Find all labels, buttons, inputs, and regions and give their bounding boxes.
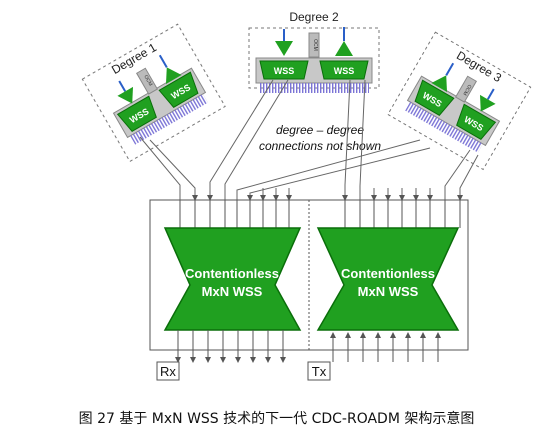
degree-3-out-stem <box>445 62 455 76</box>
degree-3-in-arrow <box>479 94 496 112</box>
add-wires <box>330 332 441 362</box>
degree-1-ocm-label: OCM <box>142 74 153 87</box>
degree-1-in-arrow <box>117 86 134 104</box>
switch-right-line2: MxN WSS <box>358 284 419 299</box>
degree-3-ocm-label: OCM <box>461 83 472 96</box>
switch-left-line1: Contentionless <box>185 266 279 281</box>
degree-1-group: Degree 1 WSS WSS OCM <box>81 23 226 163</box>
degree-2-ribbon <box>259 83 369 93</box>
degree-3-wss-left <box>414 79 455 116</box>
degree-2-wss-right-label: WSS <box>334 66 355 76</box>
degree-2-ocm <box>308 32 320 58</box>
tx-label: Tx <box>312 364 327 379</box>
note-line-1: degree – degree <box>276 123 364 137</box>
roadm-architecture-diagram: Degree 1 WSS WSS OCM Degree 2 WSS WSS OC… <box>81 10 532 381</box>
degree-1-wss-left <box>116 95 157 132</box>
fiber-connections <box>139 79 479 201</box>
degree-1-ocm <box>135 67 159 95</box>
degree-3-wss-right <box>456 103 497 140</box>
degree-2-wss-left-label: WSS <box>274 66 295 76</box>
switch-left-line2: MxN WSS <box>202 284 263 299</box>
degree-2-group: Degree 2 WSS WSS OCM <box>248 10 380 93</box>
degree-1-wss-right <box>158 71 199 108</box>
degree-1-ribbon <box>130 93 208 145</box>
degree-1-in-stem <box>118 80 127 92</box>
degree-2-wss-right <box>319 60 369 80</box>
switch-right-line1: Contentionless <box>341 266 435 281</box>
degree-2-wss-left <box>259 60 309 80</box>
figure-caption: 图 27 基于 MxN WSS 技术的下一代 CDC-ROADM 架构示意图 <box>78 411 475 427</box>
degree-1-label: Degree 1 <box>109 40 159 77</box>
note-line-2: connections not shown <box>259 139 381 153</box>
drop-wires <box>175 330 286 363</box>
contentionless-switch-left <box>163 227 302 331</box>
rx-label: Rx <box>160 364 176 379</box>
degree-2-in-arrow <box>275 41 293 56</box>
degree-3-in-stem <box>486 88 495 100</box>
degree-3-label: Degree 3 <box>454 48 504 85</box>
degree-1-out-stem <box>158 54 168 68</box>
degree-1-frame <box>81 23 226 163</box>
degree-1-out-arrow <box>165 67 182 85</box>
tx-box <box>307 361 331 381</box>
inner-wires <box>179 200 461 228</box>
contentionless-switch-right <box>316 227 460 331</box>
degree-3-ribbon <box>405 101 483 153</box>
degree-2-out-arrow <box>335 41 353 56</box>
degree-3-group: Degree 3 WSS WSS OCM <box>387 31 532 171</box>
degree-3-ocm <box>454 75 478 103</box>
degree-2-ocm-label: OCM <box>312 39 318 51</box>
degree-3-out-arrow <box>431 75 448 93</box>
rx-box <box>156 361 180 381</box>
input-wires <box>260 188 433 201</box>
degree-2-label: Degree 2 <box>289 10 339 24</box>
degree-3-frame <box>387 31 532 171</box>
